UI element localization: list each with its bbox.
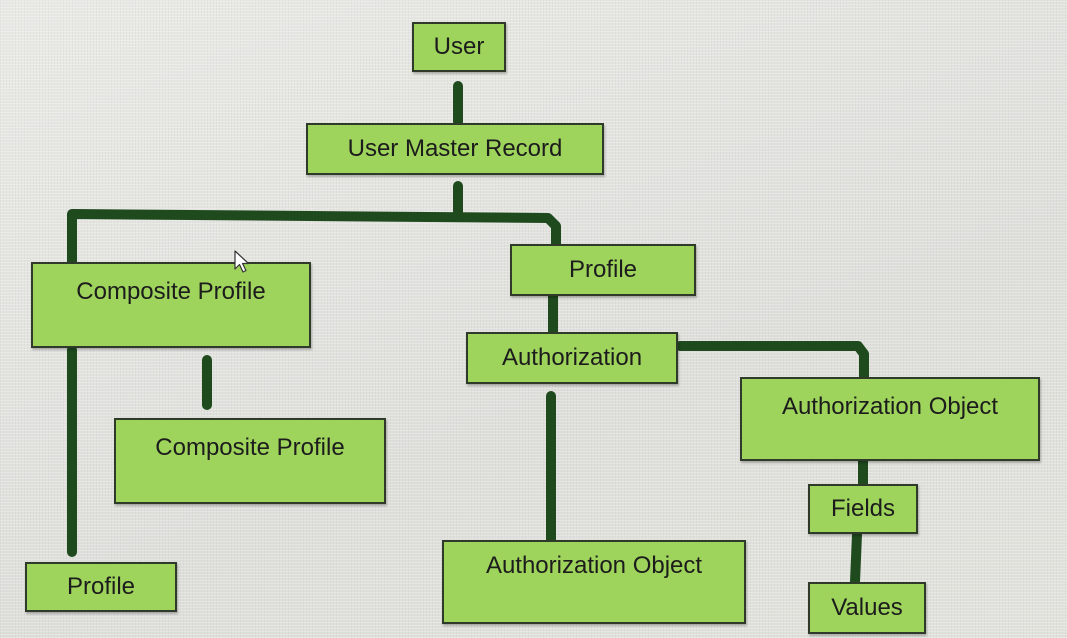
node-profile: Profile [510,244,696,296]
node-fields: Fields [808,484,918,534]
node-profile-child: Profile [25,562,177,612]
node-user-master-record: User Master Record [306,123,604,175]
node-authorization: Authorization [466,332,678,384]
connector-fields-to-values [850,529,862,587]
connector-authorization-to-object-right [675,341,869,383]
node-authorization-object-bottom: Authorization Object [442,540,746,624]
node-composite-profile-child: Composite Profile [114,418,386,504]
node-values: Values [808,582,926,634]
arrow-cursor-icon [234,250,250,273]
node-user: User [412,22,506,72]
node-authorization-object-right: Authorization Object [740,377,1040,461]
connector-branch-bar [67,209,561,267]
node-composite-profile: Composite Profile [31,262,311,348]
